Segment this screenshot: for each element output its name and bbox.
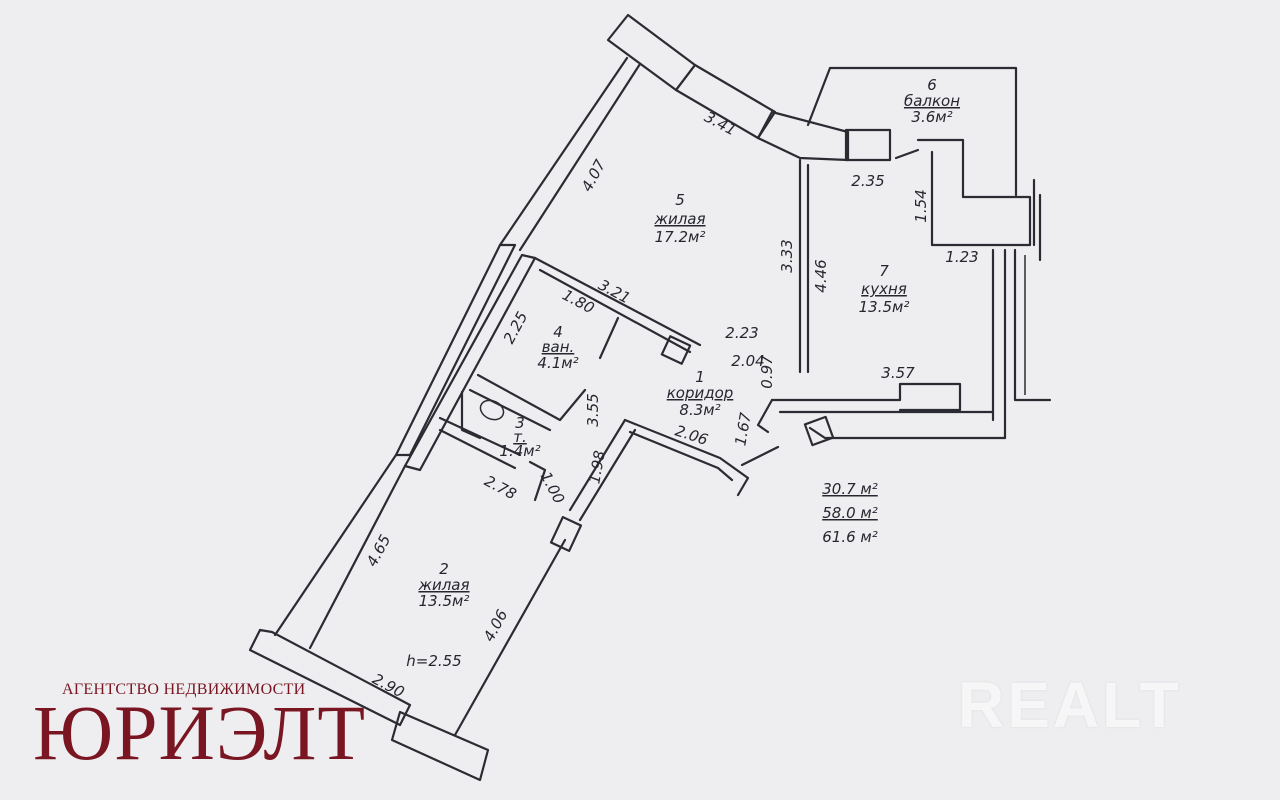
room-4: 4 ван. 4.1м² (537, 323, 578, 372)
dimension-label: 4.46 (812, 259, 830, 292)
room-7: 7 кухня 13.5м² (859, 262, 910, 316)
room-name: т. (513, 428, 527, 446)
dimension-label: 2.06 (673, 422, 710, 449)
room-name: кухня (861, 280, 907, 298)
dimension-label: 1.98 (585, 449, 609, 485)
room-2: 2 жилая 13.5м² (417, 560, 469, 610)
room-6: 6 балкон 3.6м² (904, 76, 960, 126)
room-number: 2 (439, 560, 449, 578)
dimension-label: 1.67 (731, 411, 755, 447)
total-area-with-balcony: 61.6 м² (822, 528, 878, 546)
dimension-label: 2.78 (481, 472, 519, 504)
dimension-label: 1.23 (945, 248, 978, 266)
room-1: 1 коридор 8.3м² (667, 368, 734, 419)
dimension-label: 1.80 (559, 286, 597, 318)
dimension-label: 2.23 (725, 324, 758, 342)
room-name: балкон (904, 92, 960, 110)
room-area: 3.6м² (911, 108, 952, 126)
room-area: 17.2м² (655, 228, 706, 246)
room-number: 1 (695, 368, 705, 386)
dimension-label: 2.90 (369, 670, 407, 702)
dimension-label: 3.41 (701, 108, 739, 140)
dimension-label: 2.35 (851, 172, 884, 190)
dimension-label: 2.04 (731, 352, 764, 370)
room-area: 13.5м² (419, 592, 470, 610)
dimension-label: 1.54 (912, 189, 930, 222)
total-living-area: 30.7 м² (822, 480, 878, 498)
dimension-label: 4.06 (480, 607, 512, 645)
ceiling-height: h=2.55 (406, 652, 461, 670)
room-area: 13.5м² (859, 298, 910, 316)
room-name: жилая (653, 210, 705, 228)
agency-logo: ЮРИЭЛТ (33, 689, 367, 776)
dimension-label: 4.07 (578, 156, 610, 194)
room-name: ван. (542, 338, 575, 356)
room-name: жилая (417, 576, 469, 594)
dimension-label: 3.57 (881, 364, 915, 382)
agency-tagline: АГЕНТСТВО НЕДВИЖИМОСТИ (62, 681, 306, 698)
room-name: коридор (667, 384, 734, 402)
realt-watermark: REALT (958, 669, 1182, 741)
area-totals: 30.7 м² 58.0 м² 61.6 м² (822, 480, 878, 546)
room-area: 8.3м² (679, 401, 720, 419)
dimension-label: 3.33 (778, 239, 796, 272)
dimension-label: 1.00 (537, 469, 569, 507)
room-5: 5 жилая 17.2м² (653, 191, 705, 246)
walls (248, 13, 1052, 782)
room-area: 4.1м² (537, 354, 578, 372)
dimension-label: 3.55 (584, 393, 602, 426)
room-number: 3 (515, 414, 525, 432)
room-number: 4 (553, 323, 563, 341)
room-number: 5 (675, 191, 685, 209)
dimension-label: 0.97 (758, 355, 776, 389)
total-area: 58.0 м² (822, 504, 878, 522)
room-3: 3 т. 1.4м² (499, 414, 540, 460)
room-area: 1.4м² (499, 442, 540, 460)
room-number: 6 (927, 76, 937, 94)
room-number: 7 (879, 262, 889, 280)
